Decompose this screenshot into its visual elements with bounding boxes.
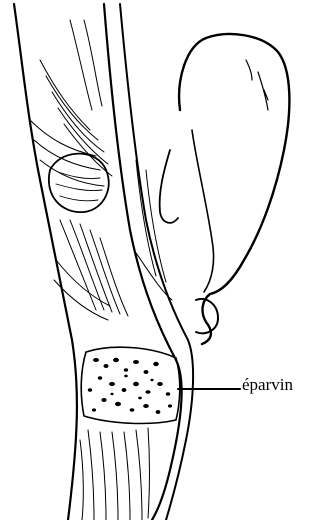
joint-oval-hatching [56,172,102,201]
leg-front-contour [14,4,77,520]
lower-hatching [80,428,150,520]
eparvin-label: éparvin [242,375,293,395]
middle-hatching [54,160,172,320]
spavin-spots [88,358,172,414]
heel-bump [196,299,218,333]
hock-cap-inner [192,130,214,292]
hock-cap-shading [246,60,268,110]
joint-oval [49,154,109,212]
point-of-hock [179,34,289,344]
tendon-line-inner [120,4,193,520]
upper-contour [160,150,178,223]
